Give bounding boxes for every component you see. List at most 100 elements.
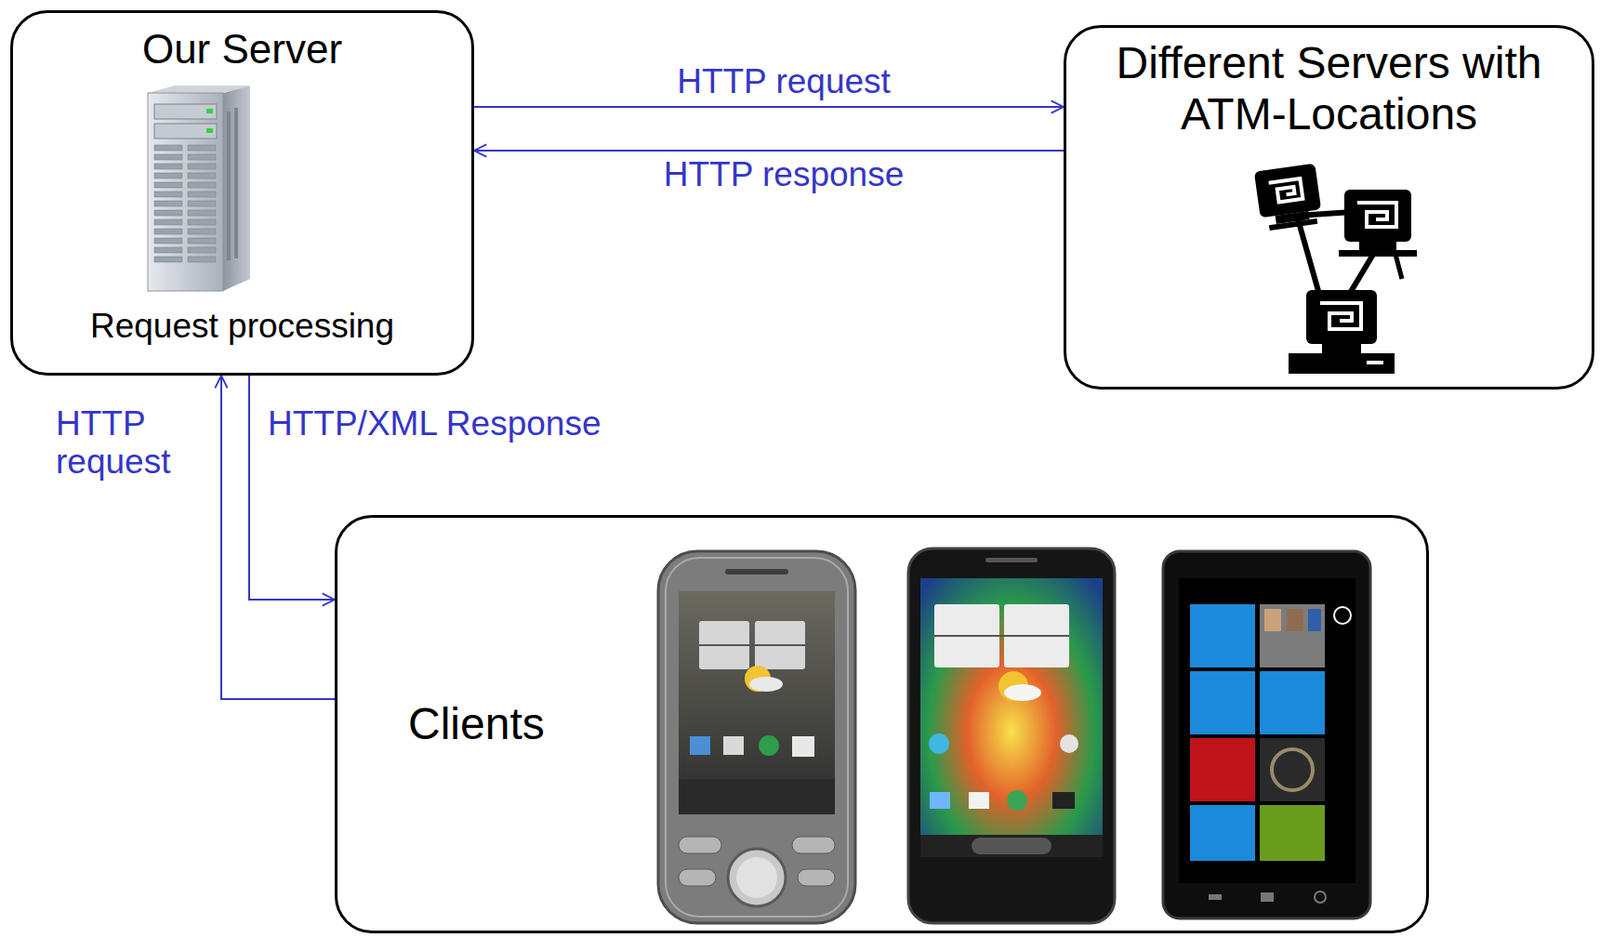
computer-network-icon — [1254, 163, 1323, 233]
phone-illustration — [1004, 684, 1042, 701]
server-icon — [187, 256, 216, 263]
server-icon — [234, 107, 239, 259]
phone-illustration — [934, 634, 1070, 637]
phone-illustration — [1271, 749, 1313, 791]
phone-illustration — [1260, 892, 1274, 902]
phone-illustration — [1190, 671, 1256, 735]
phone-illustration — [1308, 608, 1322, 632]
phone-illustration — [749, 676, 783, 692]
server-icon — [154, 123, 217, 139]
box-title: Clients — [408, 698, 545, 750]
clients-box: Clients — [334, 515, 1429, 934]
computer-network-icon — [1288, 353, 1395, 374]
phone-illustration — [971, 837, 1052, 855]
phone-illustration — [797, 869, 835, 886]
phone-illustration — [1006, 790, 1028, 811]
message-arrow — [474, 105, 1064, 108]
computer-network-icon — [1296, 215, 1321, 298]
phone-illustration — [1259, 671, 1325, 735]
server-icon — [154, 219, 183, 225]
phone-illustration — [725, 568, 789, 575]
computer-network-icon — [1359, 241, 1397, 251]
phone-illustration — [792, 736, 815, 757]
edge-label: HTTP response — [661, 156, 907, 195]
server-icon — [147, 85, 251, 93]
phone-illustration — [1052, 792, 1075, 809]
phone-illustration — [736, 857, 778, 899]
computer-network-icon — [1306, 290, 1377, 344]
message-arrow — [474, 149, 1064, 152]
server-icon — [154, 182, 183, 188]
computer-network-icon — [1357, 202, 1397, 227]
server-icon — [187, 172, 216, 179]
server-box: Our ServerRequest processing — [10, 10, 475, 376]
phone-illustration — [678, 869, 716, 886]
computer-network-icon — [1344, 189, 1412, 242]
computer-network-icon — [1366, 360, 1384, 365]
server-icon — [187, 238, 216, 244]
server-icon — [154, 163, 183, 170]
server-icon — [187, 191, 216, 198]
server-icon — [206, 108, 213, 114]
phone-illustration — [1190, 604, 1256, 668]
edge-label: HTTP/XML Response — [264, 405, 604, 444]
phone-illustration — [908, 548, 1115, 924]
phone-illustration — [928, 733, 950, 754]
server-icon — [187, 219, 216, 225]
server-icon — [206, 128, 213, 133]
phone-illustration — [1163, 551, 1371, 919]
phone-illustration — [908, 548, 1115, 924]
phone-illustration — [1163, 551, 1371, 919]
phone-illustration — [920, 834, 1103, 858]
atm-server-box: Different Servers with ATM-Locations — [1063, 25, 1595, 390]
phone-illustration — [678, 591, 835, 815]
phone-illustration — [1259, 738, 1325, 802]
server-icon — [187, 210, 216, 216]
phone-illustration — [1286, 608, 1304, 632]
server-icon — [187, 182, 216, 188]
phone-illustration — [699, 644, 806, 647]
server-icon — [154, 228, 183, 235]
server-icon — [154, 256, 183, 263]
computer-network-icon — [1269, 178, 1304, 204]
server-icon — [187, 200, 216, 207]
server-icon — [187, 163, 216, 170]
computer-network-icon — [1338, 250, 1417, 257]
computer-network-icon — [1320, 303, 1362, 330]
box-title: Our Server — [142, 26, 343, 74]
phone-illustration — [968, 792, 990, 809]
computer-network-icon — [1254, 163, 1322, 219]
phone-illustration — [1059, 734, 1079, 754]
server-icon — [154, 247, 183, 253]
computer-network-icon — [1322, 343, 1362, 354]
server-icon — [187, 247, 216, 253]
server-icon — [154, 145, 216, 263]
phone-illustration — [678, 836, 722, 854]
server-icon — [154, 104, 217, 120]
server-icon — [154, 200, 183, 207]
computer-network-icon — [1269, 218, 1318, 231]
phone-illustration — [727, 848, 786, 907]
phone-illustration — [920, 578, 1103, 858]
phone-illustration — [1259, 604, 1325, 668]
phone-illustration — [1190, 738, 1256, 802]
phone-illustration — [929, 792, 951, 809]
server-icon — [147, 85, 251, 291]
server-icon — [223, 85, 251, 291]
phone-illustration — [723, 736, 744, 755]
phone-illustration — [1190, 805, 1256, 861]
computer-network-icon — [1254, 163, 1417, 374]
server-icon — [187, 228, 216, 235]
phone-illustration — [1314, 891, 1326, 903]
phone-illustration — [665, 557, 848, 917]
edge-label: HTTP request — [52, 405, 199, 481]
phone-illustration — [689, 736, 711, 755]
phone-illustration — [985, 557, 1038, 563]
phone-illustration — [658, 551, 856, 924]
server-icon — [154, 145, 183, 151]
server-icon — [154, 154, 183, 160]
phone-illustration — [792, 836, 835, 854]
